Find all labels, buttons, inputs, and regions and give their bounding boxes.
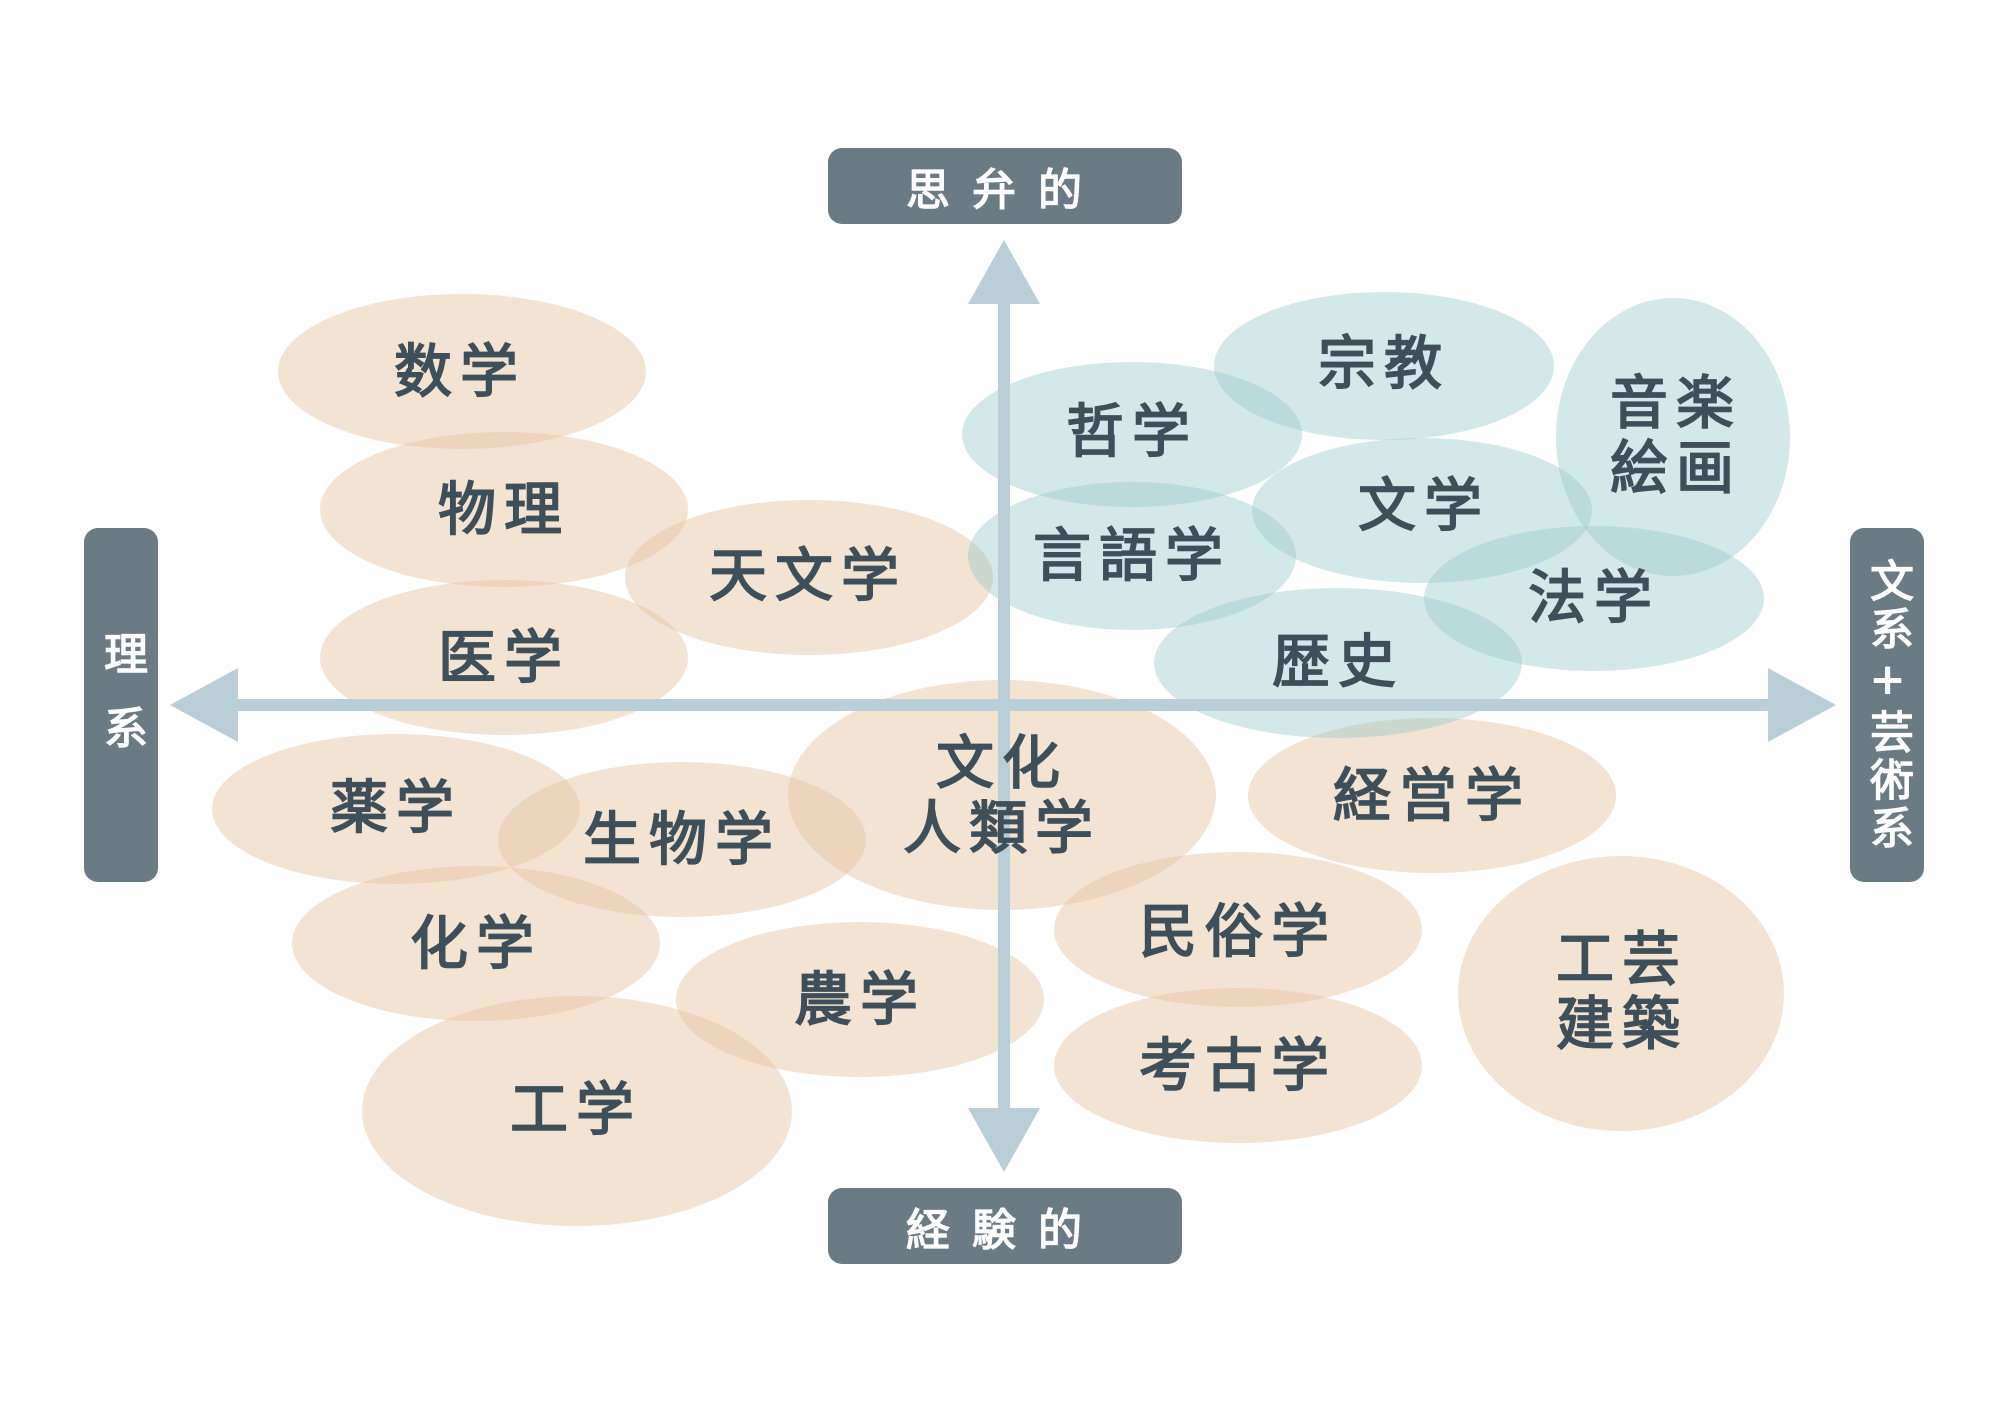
archaeology-bubble <box>1054 988 1422 1143</box>
engineering-bubble <box>362 996 792 1226</box>
left-arrow-icon <box>170 668 238 742</box>
law-bubble <box>1424 526 1764 671</box>
astronomy-label: 天文学 <box>708 541 908 610</box>
engineering-label: 工学 <box>509 1075 643 1144</box>
medicine-label: 医学 <box>437 623 571 692</box>
axis-label-bottom: 経験的 <box>828 1188 1182 1264</box>
pharmacy-label: 薬学 <box>329 773 463 842</box>
math-label: 数学 <box>393 337 527 406</box>
math-bubble <box>278 294 646 449</box>
cultural-anthropology-label: 文化 人類学 <box>902 729 1102 862</box>
axis-label-top: 思弁的 <box>828 148 1182 224</box>
axis-label-left: 理系 <box>84 528 158 882</box>
history-label: 歴史 <box>1271 627 1405 696</box>
physics-label: 物理 <box>437 475 571 544</box>
music-painting-label: 音楽 絵画 <box>1609 369 1743 502</box>
agriculture-label: 農学 <box>793 965 927 1034</box>
literature-bubble <box>1252 438 1592 583</box>
philosophy-bubble <box>962 362 1302 507</box>
crafts-architecture-label: 工芸 建築 <box>1555 925 1689 1058</box>
literature-label: 文学 <box>1357 471 1491 540</box>
business-label: 経営学 <box>1332 761 1532 830</box>
axis-label-right: 文系+芸術系 <box>1850 528 1924 882</box>
chemistry-label: 化学 <box>409 909 543 978</box>
astronomy-bubble <box>625 500 993 655</box>
business-bubble <box>1248 718 1616 873</box>
biology-label: 生物学 <box>582 805 782 874</box>
religion-bubble <box>1214 292 1554 440</box>
religion-label: 宗教 <box>1317 329 1451 398</box>
physics-bubble <box>320 432 688 587</box>
folklore-label: 民俗学 <box>1138 897 1338 966</box>
linguistics-bubble <box>968 482 1296 630</box>
archaeology-label: 考古学 <box>1138 1031 1338 1100</box>
music-painting-bubble <box>1556 298 1790 576</box>
crafts-architecture-bubble <box>1458 856 1784 1131</box>
up-arrow-icon <box>968 240 1040 304</box>
philosophy-label: 哲学 <box>1065 397 1199 466</box>
chemistry-bubble <box>292 866 660 1021</box>
horizontal-axis <box>170 668 1836 742</box>
history-bubble <box>1154 588 1522 738</box>
right-arrow-icon <box>1768 668 1836 742</box>
down-arrow-icon <box>968 1108 1040 1172</box>
folklore-bubble <box>1054 852 1422 1007</box>
law-label: 法学 <box>1527 563 1661 632</box>
linguistics-label: 言語学 <box>1032 521 1232 590</box>
